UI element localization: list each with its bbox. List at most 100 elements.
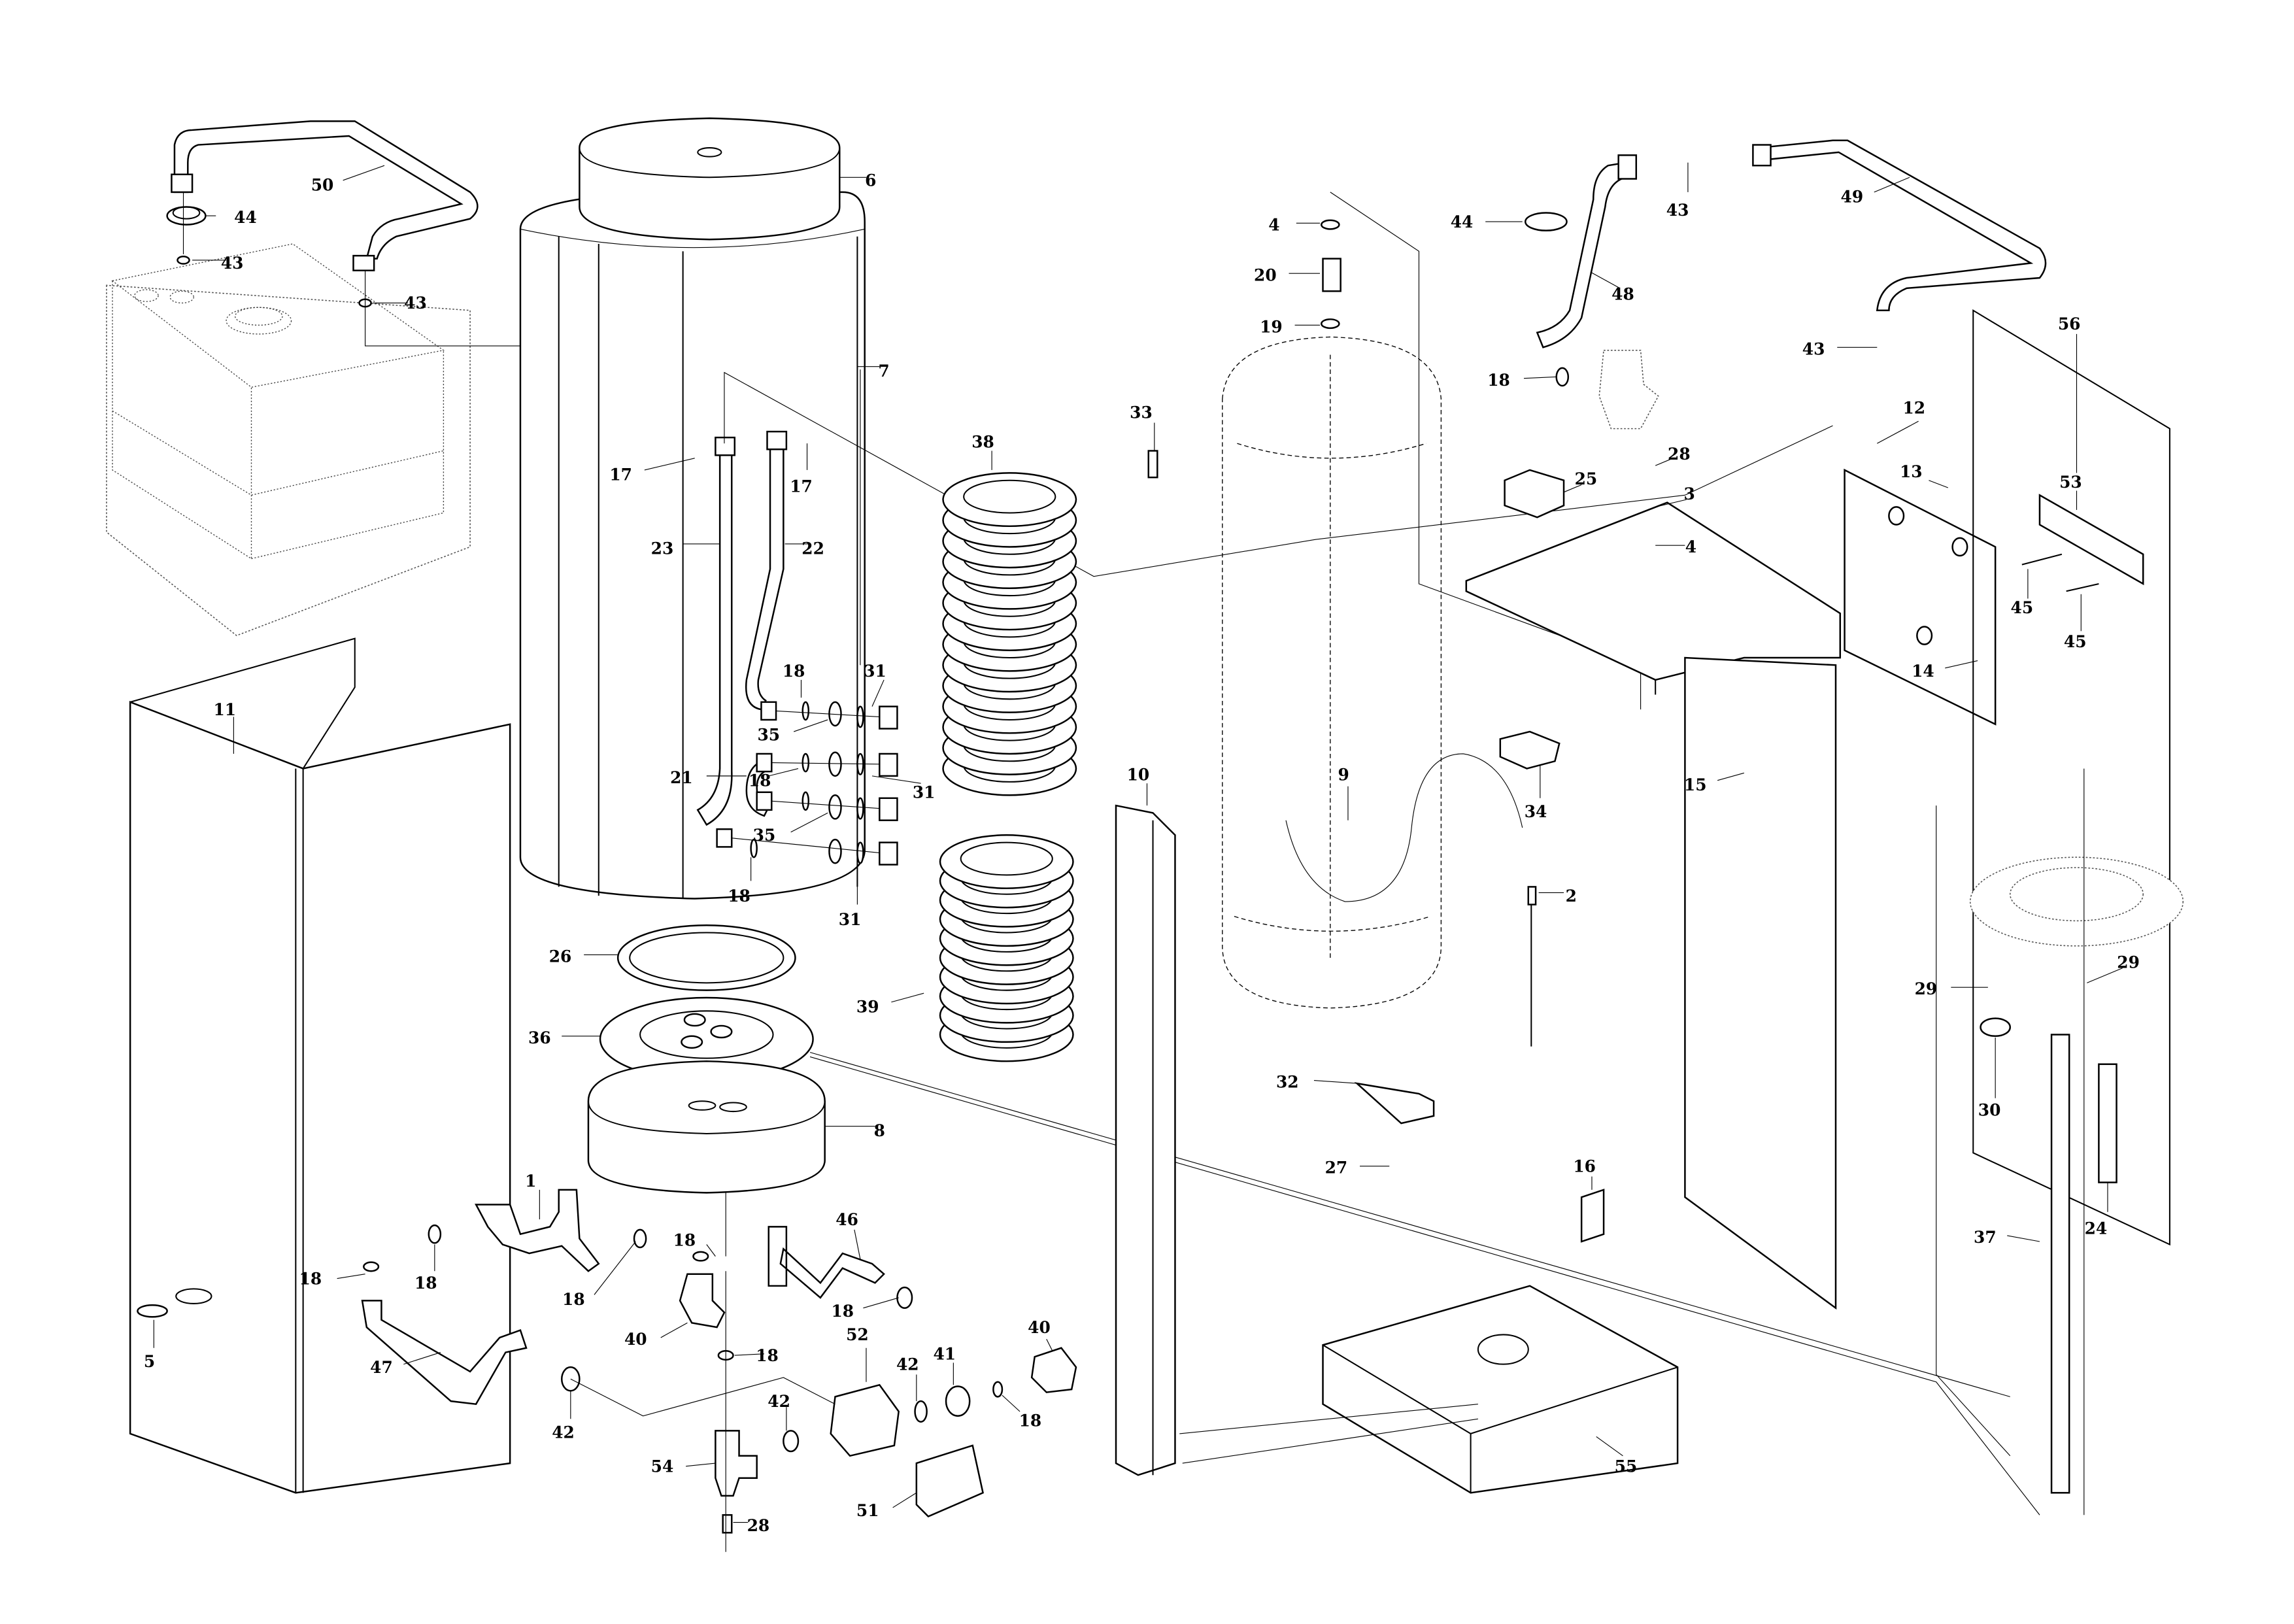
leader-p39 — [891, 992, 924, 1003]
callout-51: 51 — [856, 1501, 879, 1520]
callout-24: 24 — [2085, 1219, 2108, 1238]
callout-18: 18 — [749, 771, 771, 790]
callout-28: 28 — [747, 1516, 770, 1535]
callout-9: 9 — [1338, 765, 1349, 784]
leader-p29b — [2087, 968, 2123, 983]
leader-p18i — [734, 1353, 765, 1356]
callout-56: 56 — [2058, 314, 2081, 333]
washer-18-top — [1555, 367, 1570, 387]
leader-p18g — [706, 1244, 716, 1257]
bracket-53 — [2038, 494, 2144, 586]
leader-p40b — [1046, 1338, 1053, 1351]
callout-18: 18 — [1019, 1411, 1042, 1430]
callout-40: 40 — [624, 1330, 647, 1349]
callout-44: 44 — [234, 208, 257, 227]
pipe-47 — [361, 1300, 528, 1406]
leader-p47 — [403, 1352, 441, 1365]
inner-tank — [1222, 336, 1537, 1047]
callout-28: 28 — [1668, 445, 1691, 464]
flange-plate-dotted — [1969, 856, 2184, 947]
callout-33: 33 — [1130, 403, 1153, 422]
valve-28-bottom — [722, 1514, 733, 1534]
callout-8: 8 — [874, 1121, 885, 1140]
coil39-turn — [939, 834, 1074, 889]
pipe-48 — [1536, 154, 1638, 348]
callout-10: 10 — [1127, 765, 1150, 784]
back-panel-56 — [1972, 309, 2170, 1246]
callout-18: 18 — [831, 1302, 854, 1321]
pipe-46 — [767, 1226, 885, 1299]
callout-2: 2 — [1566, 887, 1577, 905]
coil38-turn-inner — [963, 479, 1056, 514]
callout-19: 19 — [1260, 317, 1283, 336]
callout-4: 4 — [1268, 215, 1279, 234]
anode-37 — [2050, 1034, 2070, 1494]
callout-31: 31 — [864, 662, 886, 681]
coil38-turn — [942, 472, 1077, 528]
callout-3: 3 — [1684, 484, 1695, 503]
callout-29: 29 — [1915, 979, 1938, 998]
washer-19 — [1321, 318, 1340, 330]
leader-p17a — [644, 458, 695, 471]
leader-p35b — [790, 812, 828, 833]
pipe-23 — [696, 436, 736, 826]
callout-30: 30 — [1978, 1101, 2001, 1120]
callout-32: 32 — [1276, 1073, 1299, 1092]
leader-p51 — [892, 1492, 917, 1508]
side-strip-10 — [1115, 804, 1176, 1476]
callout-18: 18 — [299, 1269, 322, 1288]
callout-11: 11 — [214, 700, 237, 719]
leader-p37 — [2007, 1235, 2040, 1242]
callout-43: 43 — [221, 254, 244, 273]
valve-40-right — [1030, 1347, 1077, 1393]
callout-54: 54 — [651, 1457, 674, 1476]
callout-43: 43 — [1802, 339, 1825, 358]
leader-p31b — [871, 775, 921, 784]
callout-4: 4 — [1685, 537, 1696, 556]
callout-12: 12 — [1903, 399, 1926, 418]
leader-p18f — [594, 1241, 636, 1295]
callout-42: 42 — [896, 1355, 919, 1374]
callout-31: 31 — [913, 783, 936, 802]
callout-16: 16 — [1573, 1157, 1596, 1176]
callout-18: 18 — [673, 1230, 696, 1249]
front-panel-11 — [129, 637, 511, 1494]
callout-53: 53 — [2059, 473, 2082, 492]
callout-52: 52 — [846, 1325, 869, 1344]
leader-lines — [153, 162, 2123, 1523]
flange-36 — [599, 996, 814, 1081]
callout-42: 42 — [767, 1392, 790, 1411]
callout-1: 1 — [525, 1172, 536, 1191]
expansion-tank — [106, 243, 471, 637]
thermostat-34 — [1499, 730, 1560, 770]
leader-p13 — [1929, 480, 1949, 488]
valve-40-left — [679, 1273, 726, 1328]
fitting-stack — [716, 701, 898, 866]
callout-22: 22 — [801, 539, 824, 558]
callout-38: 38 — [971, 433, 994, 452]
leader-p50 — [343, 165, 385, 181]
callout-21: 21 — [670, 768, 693, 787]
leader-p18d — [337, 1274, 365, 1279]
pipe-1 — [475, 1189, 600, 1272]
side-panel-15 — [1684, 656, 1837, 1310]
leader-p12 — [1877, 420, 1919, 444]
gasket-26 — [616, 924, 796, 991]
nut-30 — [1980, 1017, 2011, 1038]
nut-44-right — [1524, 212, 1568, 231]
cylinder-jacket-7 — [519, 191, 866, 900]
upper-coil-38 — [942, 472, 1077, 796]
leader-p14 — [1945, 660, 1978, 669]
pipe-22 — [745, 430, 788, 711]
bracket-32 — [1354, 1082, 1435, 1125]
callout-7: 7 — [878, 362, 889, 381]
plate-25 — [1504, 469, 1565, 518]
callout-18: 18 — [1487, 371, 1510, 390]
callout-18: 18 — [414, 1274, 437, 1293]
callout-44: 44 — [1451, 212, 1474, 231]
actuator-51 — [915, 1444, 984, 1517]
callout-14: 14 — [1912, 662, 1934, 681]
leader-p3 — [1655, 499, 1687, 507]
